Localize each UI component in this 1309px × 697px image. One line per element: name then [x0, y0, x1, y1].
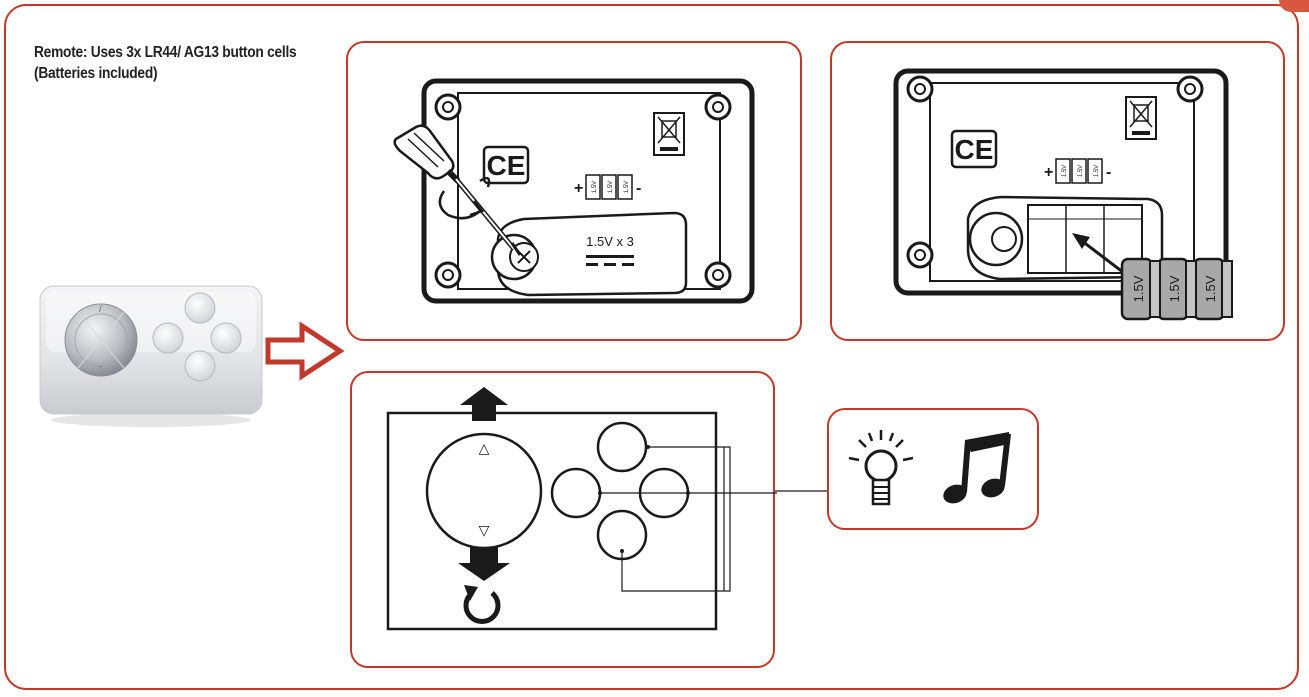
battery-polarity-icon: + 1.5V 1.5V 1.5V - — [574, 174, 641, 200]
small-cell-label: 1.5V — [624, 181, 630, 193]
backward-arrow-icon — [458, 547, 510, 581]
forward-arrow-icon — [460, 387, 508, 421]
outer-frame — [4, 4, 1299, 690]
ce-mark-text: CE — [955, 134, 994, 165]
screw-hole — [906, 75, 1204, 269]
remote-buttons — [152, 292, 242, 382]
caption-line-1: Remote: Uses 3x LR44/ AG13 button cells — [34, 44, 297, 61]
controls-diagram-panel: △ ▽ — [350, 371, 777, 668]
remote-dial: / ‾ — [64, 303, 138, 377]
rotate-arrow-icon — [438, 176, 491, 220]
remote-photo: / ‾ — [39, 285, 263, 427]
battery-caption: Remote: Uses 3x LR44/ AG13 button cells … — [34, 42, 297, 84]
small-cell-label: 1.5V — [1094, 165, 1100, 177]
cover-label: 1.5V x 3 — [586, 234, 634, 249]
insert-batteries-panel: CE + 1.5V 1.5V 1.5V - — [830, 41, 1285, 341]
dial-up-symbol: △ — [479, 440, 490, 456]
battery-cell-label: 1.5V — [1203, 275, 1218, 302]
battery-cell-label: 1.5V — [1131, 275, 1146, 302]
caption-line-2: (Batteries included) — [34, 65, 158, 82]
small-cell-label: 1.5V — [608, 181, 614, 193]
battery-stack: 1.5V 1.5V 1.5V — [1120, 257, 1233, 321]
minus-sign: - — [636, 180, 641, 197]
battery-polarity-icon: + 1.5V 1.5V 1.5V - — [1044, 158, 1111, 184]
dial-down-symbol: ▽ — [479, 522, 490, 538]
screw-hole — [434, 93, 732, 289]
plus-sign: + — [574, 180, 583, 197]
svg-text:‾: ‾ — [98, 366, 103, 376]
light-bulb-icon — [848, 430, 914, 506]
small-cell-label: 1.5V — [1062, 165, 1068, 177]
corner-tab — [1279, 0, 1309, 12]
ce-mark-icon: CE — [482, 145, 530, 185]
battery-cover: 1.5V x 3 — [490, 211, 688, 297]
ce-mark-icon: CE — [950, 129, 998, 169]
rotate-icon — [463, 585, 501, 624]
small-cell-label: 1.5V — [1078, 165, 1084, 177]
screwdriver-icon — [393, 124, 522, 256]
svg-text:/: / — [99, 304, 102, 314]
arrow-right-icon — [265, 321, 345, 381]
weee-bin-icon — [1125, 96, 1157, 140]
minus-sign: - — [1106, 164, 1111, 181]
small-cell-label: 1.5V — [592, 181, 598, 193]
button-leader-lines — [600, 446, 777, 592]
plus-sign: + — [1044, 164, 1053, 181]
music-note-icon — [943, 432, 1011, 504]
functions-panel — [827, 408, 1039, 530]
battery-cell-label: 1.5V — [1167, 275, 1182, 302]
weee-bin-icon — [653, 112, 685, 156]
open-compartment-panel: CE + 1.5V 1.5V 1.5V - 1.5V x 3 — [346, 41, 802, 341]
dial-control: △ ▽ — [425, 432, 543, 550]
ce-mark-text: CE — [487, 150, 526, 181]
